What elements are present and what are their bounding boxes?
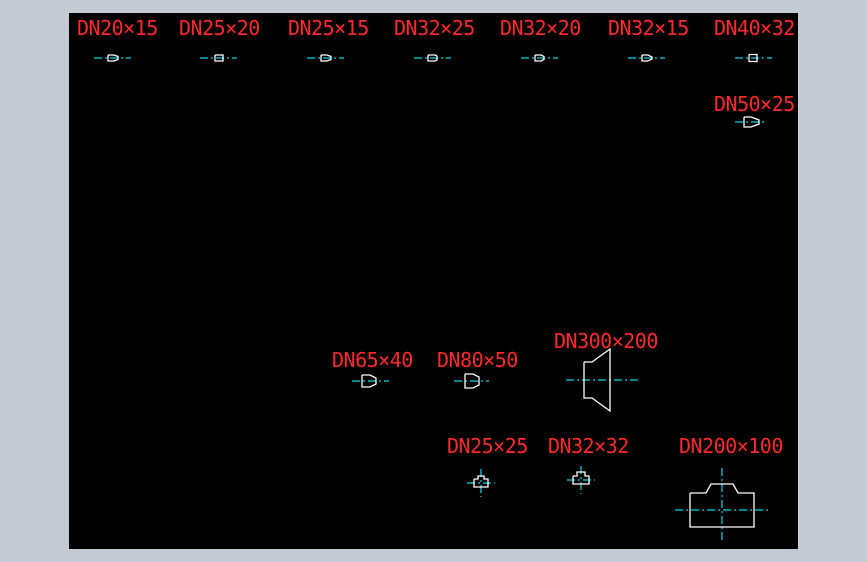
label-dn40x32: DN40×32 xyxy=(714,16,795,40)
label-dn25x15: DN25×15 xyxy=(288,16,369,40)
label-dn25x20: DN25×20 xyxy=(179,16,260,40)
symbol-layer xyxy=(94,53,772,543)
reducer-icon[interactable] xyxy=(307,54,344,62)
label-dn80x50: DN80×50 xyxy=(437,348,518,372)
reducer-icon[interactable] xyxy=(735,116,767,128)
reducer-icon[interactable] xyxy=(94,54,131,62)
label-dn300x200: DN300×200 xyxy=(554,329,658,353)
label-dn32x15: DN32×15 xyxy=(608,16,689,40)
reducer-icon[interactable] xyxy=(352,374,389,388)
label-dn50x25: DN50×25 xyxy=(714,92,795,116)
tee-icon[interactable] xyxy=(567,466,595,494)
label-dn200x100: DN200×100 xyxy=(679,434,783,458)
reducer-icon[interactable] xyxy=(628,54,665,62)
drawing-canvas[interactable]: DN20×15 DN25×20 DN25×15 DN32×25 DN32×20 … xyxy=(69,13,798,549)
reducer-icon[interactable] xyxy=(200,54,237,62)
tee-icon[interactable] xyxy=(675,468,769,543)
reducer-icon[interactable] xyxy=(454,373,489,389)
tee-icon[interactable] xyxy=(467,469,495,497)
reducer-icon[interactable] xyxy=(735,53,772,63)
label-dn65x40: DN65×40 xyxy=(332,348,413,372)
label-dn20x15: DN20×15 xyxy=(77,16,158,40)
reducer-icon[interactable] xyxy=(414,54,451,62)
reducer-icon[interactable] xyxy=(521,54,558,62)
label-dn32x32: DN32×32 xyxy=(548,434,629,458)
label-dn32x20: DN32×20 xyxy=(500,16,581,40)
reducer-icon[interactable] xyxy=(566,347,640,413)
label-dn32x25: DN32×25 xyxy=(394,16,475,40)
label-dn25x25: DN25×25 xyxy=(447,434,528,458)
